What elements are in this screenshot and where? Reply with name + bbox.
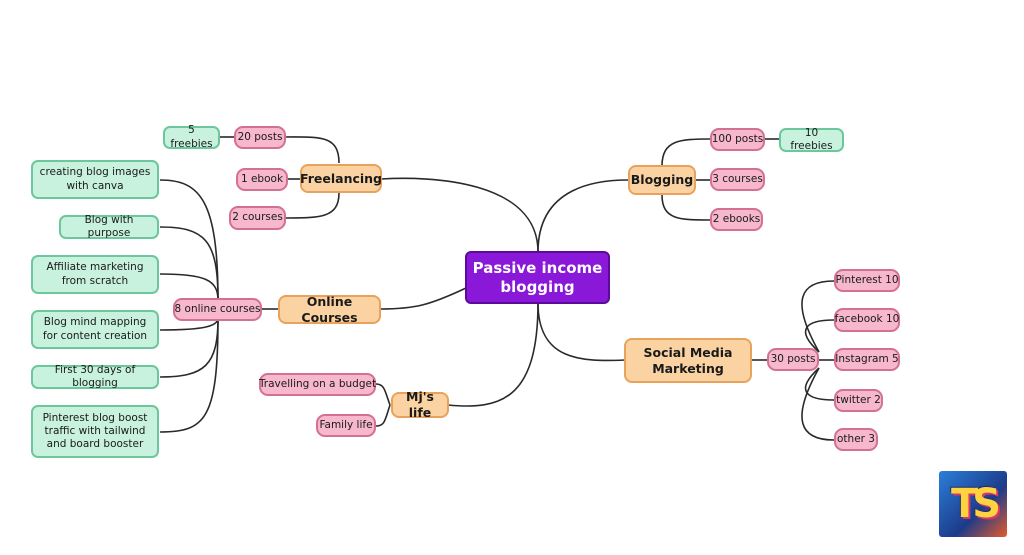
mjs-life-item[interactable]: Family life: [316, 414, 376, 437]
link-hub-item-6: [159, 317, 219, 433]
link-social-item-4: [804, 367, 835, 401]
freelancing-posts[interactable]: 20 posts: [234, 126, 286, 149]
freelancing-ebook-label: 1 ebook: [240, 172, 284, 185]
course-item[interactable]: creating blog images with canva: [31, 160, 159, 199]
blogging-courses-label: 3 courses: [712, 172, 763, 185]
social-item-label: Instagram 5: [835, 352, 899, 365]
blogging-freebies-label: 10 freebies: [790, 126, 833, 152]
mjs-life-item-label: Travelling on a budget: [258, 377, 377, 390]
link-center-mjs-life: [447, 302, 539, 407]
branch-social-media[interactable]: Social Media Marketing: [624, 338, 752, 383]
course-item-label: First 30 days of blogging: [54, 363, 136, 389]
blogging-ebooks-label: 2 ebooks: [712, 212, 761, 225]
social-item[interactable]: facebook 10: [834, 308, 900, 332]
ts-logo-text: TS: [950, 481, 1001, 527]
freelancing-posts-label: 20 posts: [237, 130, 283, 143]
branch-online-courses[interactable]: Online Courses: [278, 293, 381, 325]
social-item-label: Pinterest 10: [835, 273, 899, 286]
course-item[interactable]: Blog mind mapping for content creation: [31, 310, 159, 349]
center-title: Passive income blogging: [472, 258, 603, 296]
course-item[interactable]: First 30 days of blogging: [31, 363, 159, 389]
course-item-label: Pinterest blog boost traffic with tailwi…: [42, 411, 148, 451]
link-center-freelancing: [380, 177, 539, 253]
blogging-posts-label: 100 posts: [711, 132, 764, 145]
mjs-life-item-label: Family life: [319, 418, 373, 431]
course-item-label: Affiliate marketing from scratch: [46, 261, 144, 287]
social-item[interactable]: twitter 2: [834, 389, 883, 412]
link-freelancing-courses: [284, 192, 340, 219]
online-courses-hub-label: 8 online courses: [174, 302, 261, 315]
social-media-hub[interactable]: 30 posts: [767, 348, 819, 371]
social-item-label: twitter 2: [836, 393, 881, 406]
freelancing-ebook[interactable]: 1 ebook: [236, 168, 288, 191]
link-blogging-posts: [661, 138, 711, 167]
freelancing-courses[interactable]: 2 courses: [229, 206, 286, 230]
branch-mjs-life-label: Mj's life: [406, 389, 434, 420]
branch-mjs-life[interactable]: Mj's life: [391, 389, 449, 420]
blogging-freebies[interactable]: 10 freebies: [779, 126, 844, 152]
ts-logo-icon: TS: [939, 471, 1007, 537]
social-media-hub-label: 30 posts: [770, 352, 816, 365]
link-social-item-1: [801, 280, 835, 353]
blogging-courses[interactable]: 3 courses: [710, 168, 765, 191]
branch-freelancing-label: Freelancing: [299, 170, 383, 186]
branch-blogging-label: Blogging: [630, 172, 694, 188]
freelancing-courses-label: 2 courses: [232, 211, 283, 224]
link-hub-item-2: [159, 226, 219, 301]
course-item-label: creating blog images with canva: [39, 166, 151, 192]
branch-online-courses-label: Online Courses: [301, 293, 358, 325]
link-social-item-5: [801, 367, 835, 441]
course-item[interactable]: Affiliate marketing from scratch: [31, 255, 159, 294]
center-node[interactable]: Passive income blogging: [465, 251, 610, 304]
blogging-posts[interactable]: 100 posts: [710, 128, 765, 151]
branch-blogging[interactable]: Blogging: [628, 165, 696, 195]
link-mj-travel: [375, 383, 391, 406]
freelancing-freebies[interactable]: 5 freebies: [163, 124, 220, 150]
social-item[interactable]: other 3: [834, 428, 878, 451]
freelancing-freebies-label: 5 freebies: [170, 124, 213, 150]
course-item-label: Blog mind mapping for content creation: [42, 316, 148, 342]
link-center-blogging: [537, 179, 629, 253]
online-courses-hub[interactable]: 8 online courses: [173, 298, 262, 321]
link-mj-family: [375, 404, 391, 427]
social-item-label: facebook 10: [834, 313, 900, 326]
link-hub-item-3: [159, 273, 219, 301]
mjs-life-item[interactable]: Travelling on a budget: [259, 373, 376, 396]
course-item[interactable]: Pinterest blog boost traffic with tailwi…: [31, 405, 159, 458]
social-item-label: other 3: [837, 432, 875, 445]
blogging-ebooks[interactable]: 2 ebooks: [710, 208, 763, 231]
link-blogging-ebooks: [661, 194, 711, 221]
link-center-online-courses: [379, 287, 467, 310]
course-item-label: Blog with purpose: [84, 213, 134, 239]
link-center-social-media: [537, 302, 626, 362]
branch-social-media-label: Social Media Marketing: [643, 344, 733, 376]
link-hub-item-1: [159, 179, 219, 301]
course-item[interactable]: Blog with purpose: [59, 213, 159, 239]
branch-freelancing[interactable]: Freelancing: [300, 164, 382, 193]
social-item[interactable]: Pinterest 10: [834, 269, 900, 292]
link-social-item-2: [804, 319, 835, 353]
link-freelancing-posts: [284, 136, 340, 164]
social-item[interactable]: Instagram 5: [834, 348, 900, 371]
